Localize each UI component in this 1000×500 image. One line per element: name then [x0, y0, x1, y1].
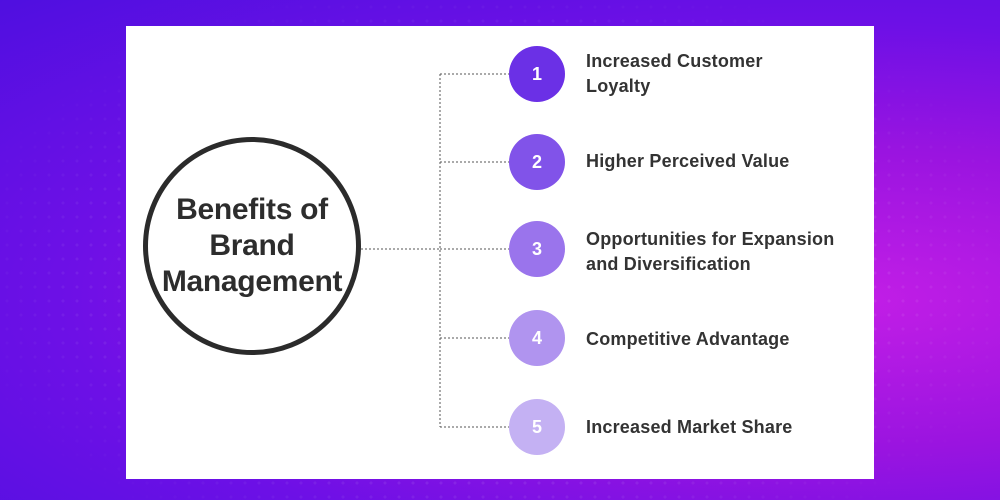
center-title: Benefits of Brand Management	[161, 193, 343, 298]
connector-lines	[361, 73, 509, 428]
diagram-panel: Benefits of Brand Management 1 Increased…	[126, 26, 874, 479]
number-badge-3: 3	[509, 221, 565, 277]
number-badge-5: 5	[509, 399, 565, 455]
benefit-label-4: Competitive Advantage	[586, 329, 790, 349]
benefit-label-5: Increased Market Share	[586, 417, 793, 437]
center-circle: Benefits of Brand Management	[143, 137, 361, 355]
number-badge-4: 4	[509, 310, 565, 366]
benefit-label-3: Opportunities for Expansion and Diversif…	[586, 229, 835, 274]
benefit-label-2: Higher Perceived Value	[586, 151, 790, 171]
number-badge-2: 2	[509, 134, 565, 190]
benefit-label-1: Increased Customer Loyalty	[586, 51, 763, 96]
number-badge-1: 1	[509, 46, 565, 102]
